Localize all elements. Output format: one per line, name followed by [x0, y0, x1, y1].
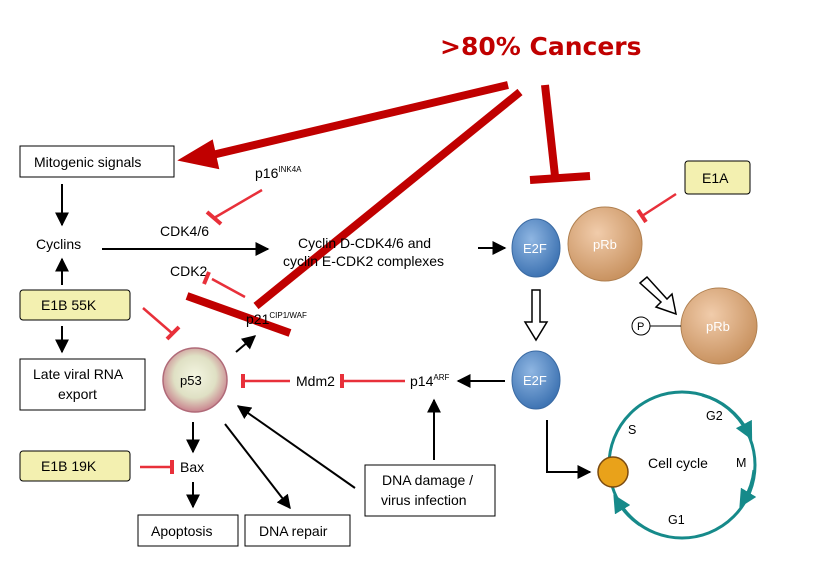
complexes-label-1: Cyclin D-CDK4/6 and — [298, 235, 431, 251]
cancer-red-lines — [177, 81, 591, 337]
dna-repair-label: DNA repair — [259, 523, 328, 539]
p14-label: p14ARF — [410, 373, 449, 389]
late-viral-rna-label-1: Late viral RNA — [33, 366, 124, 382]
e1b-19k-label: E1B 19K — [41, 458, 97, 474]
e2f-top-label: E2F — [523, 241, 547, 256]
cyclins-label: Cyclins — [36, 236, 81, 252]
prb-right-label: pRb — [706, 319, 730, 334]
e1b-19k-box: E1B 19K — [19, 450, 131, 482]
e1b-55k-box: E1B 55K — [19, 289, 131, 321]
complexes-label-2: cyclin E-CDK2 complexes — [283, 253, 444, 269]
p53-node: p53 — [162, 347, 228, 413]
dna-damage-label-2: virus infection — [381, 492, 467, 508]
e2f-free-node: E2F — [511, 350, 561, 410]
dna-damage-box: DNA damage / virus infection — [364, 464, 496, 517]
phase-s-label: S — [628, 423, 636, 437]
cdk2-label: CDK2 — [170, 263, 208, 279]
apoptosis-box: Apoptosis — [137, 514, 239, 547]
phosphate-label: P — [637, 321, 644, 333]
phase-m-label: M — [736, 456, 746, 470]
late-viral-rna-box: Late viral RNA export — [19, 358, 146, 411]
p21-label: p21CIP1/WAF — [246, 311, 307, 327]
dna-damage-label-1: DNA damage / — [382, 472, 473, 488]
p16-label: p16INK4A — [255, 165, 302, 181]
mitogenic-signals-box: Mitogenic signals — [19, 145, 175, 178]
e1b-55k-label: E1B 55K — [41, 297, 97, 313]
diagram-title: >80% Cancers — [440, 32, 642, 61]
mitogenic-signals-label: Mitogenic signals — [34, 154, 141, 170]
e2f-mid-label: E2F — [523, 373, 547, 388]
prb-phosphorylated: pRb P — [631, 287, 758, 365]
dna-repair-box: DNA repair — [244, 514, 351, 547]
e1a-label: E1A — [702, 170, 729, 186]
mdm2-label: Mdm2 — [296, 373, 335, 389]
bax-label: Bax — [180, 459, 204, 475]
cdk46-label: CDK4/6 — [160, 223, 209, 239]
e1a-box: E1A — [684, 160, 751, 195]
hollow-arrows — [523, 275, 677, 342]
phase-g1-label: G1 — [668, 513, 685, 527]
late-viral-rna-label-2: export — [58, 386, 97, 402]
activation-arrows — [55, 184, 592, 510]
inhibition-lines — [140, 188, 677, 474]
p53-label: p53 — [180, 373, 202, 388]
phase-g2-label: G2 — [706, 409, 723, 423]
cell-cycle-label: Cell cycle — [648, 455, 708, 471]
prb-top-label: pRb — [593, 237, 617, 252]
cell-cycle: Cell cycle S G2 M G1 — [597, 390, 757, 540]
e2f-prb-complex: E2F pRb — [511, 206, 643, 282]
apoptosis-label: Apoptosis — [151, 523, 212, 539]
